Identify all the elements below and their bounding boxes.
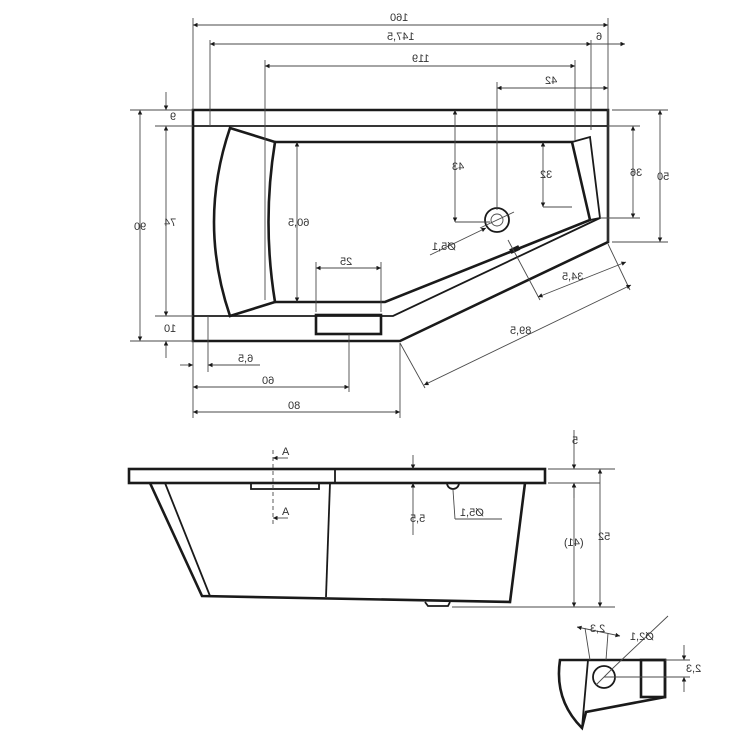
- section-mark-bottom: A: [282, 506, 290, 518]
- side-body: [148, 482, 527, 604]
- dim-left-offset: 6,5: [238, 353, 253, 365]
- dim-right-inner: 36: [630, 167, 642, 179]
- dim-total-height: 52: [598, 531, 610, 543]
- dim-inner-length: 147,5: [387, 31, 415, 43]
- tub-outer-outline: [191, 108, 610, 343]
- dim-rim-thickness: 2,3: [686, 663, 701, 675]
- dim-angled-outer: 89,5: [510, 325, 531, 337]
- dim-overflow-depth: 43: [452, 161, 464, 173]
- side-rim: [127, 467, 547, 485]
- dim-inner-depth: (41): [564, 537, 584, 549]
- dim-overflow-diameter: Ø5,1: [460, 507, 484, 519]
- overflow-panel: [314, 313, 383, 336]
- dim-drain-depth: 32: [540, 169, 552, 181]
- overflow-icon: [446, 482, 460, 490]
- top-view: 160 147,5 6 119 42 90 9 74 10 60,5 43 32…: [130, 12, 669, 418]
- dim-straight-length: 80: [288, 400, 300, 412]
- dim-angled-inner: 34,5: [562, 271, 583, 283]
- dim-panel-width: 25: [340, 256, 352, 268]
- dim-hole-offset: 2,3: [590, 623, 605, 635]
- basin-rim-right: [571, 135, 601, 221]
- dim-rim-right: 6: [596, 31, 602, 43]
- dim-overflow-height: 5,5: [410, 513, 425, 525]
- dim-rim-bottom: 10: [164, 323, 176, 335]
- dim-drain-diameter: Ø5,1: [432, 241, 456, 253]
- dim-backrest: 60,5: [288, 217, 309, 229]
- section-mark-top: A: [282, 446, 290, 458]
- side-view: A A 5,5 Ø5,1 5 (41) 52: [127, 430, 615, 608]
- dim-overall-width: 90: [134, 221, 146, 233]
- dim-rim-height: 5: [572, 435, 578, 447]
- dim-hole-diameter: Ø2,1: [630, 631, 654, 643]
- section-detail: 2,3 Ø2,1 2,3: [557, 615, 701, 731]
- backrest-outline: [212, 126, 277, 318]
- dim-basin-length: 119: [412, 53, 430, 65]
- dim-rim-top: 9: [170, 111, 176, 123]
- dim-overall-length: 160: [390, 12, 408, 24]
- dim-panel-position: 60: [262, 375, 274, 387]
- rim-inner-bottom: [193, 217, 601, 317]
- dim-inner-width: 74: [164, 217, 176, 229]
- dim-drain-offset: 42: [545, 75, 557, 87]
- dim-right-outer: 50: [657, 171, 669, 183]
